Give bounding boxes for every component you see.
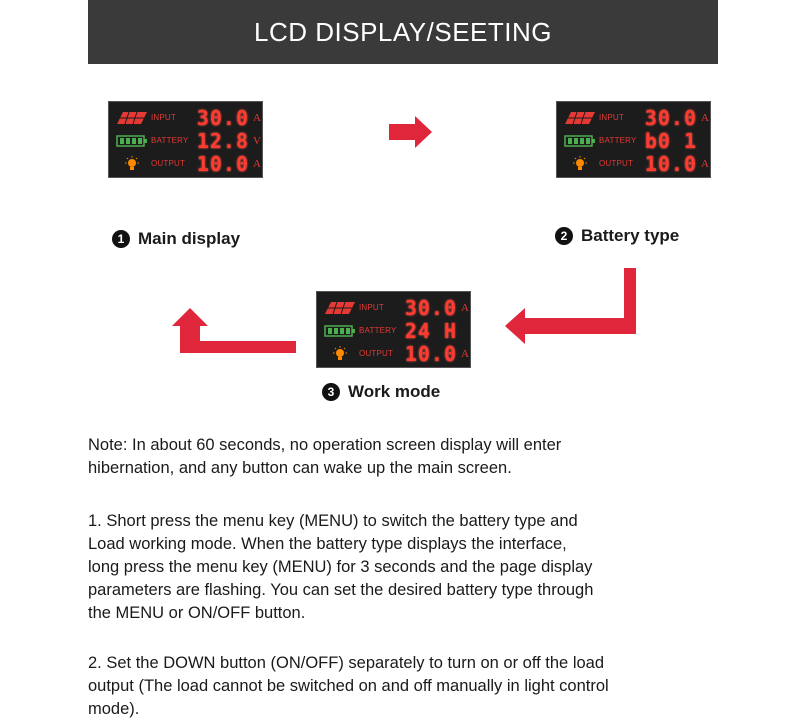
- step-number-badge: 1: [112, 230, 130, 248]
- lcd-work-mode: INPUT 30.0 A BATTERY 24 H OUTPUT 10.0 A: [316, 291, 471, 368]
- lcd-output-row: OUTPUT 10.0 A: [557, 152, 710, 176]
- input-unit: A: [253, 112, 261, 124]
- arrow-down-left-icon: [505, 268, 636, 344]
- solar-panel-icon: [117, 111, 147, 125]
- solar-panel-icon: [565, 111, 595, 125]
- input-value: 30.0: [644, 106, 697, 130]
- arrow-left-up-icon: [172, 308, 296, 353]
- arrow-right-icon: [389, 116, 432, 148]
- battery-label: BATTERY: [599, 136, 637, 145]
- caption-label: Main display: [138, 229, 241, 248]
- lcd-output-row: OUTPUT 10.0 A: [317, 342, 470, 366]
- caption-label: Work mode: [348, 382, 441, 401]
- output-label: OUTPUT: [151, 159, 186, 168]
- battery-value: 12.8: [196, 129, 249, 153]
- lcd-input-row: INPUT 30.0 A: [557, 106, 710, 130]
- battery-value: 24 H: [404, 319, 457, 343]
- input-value: 30.0: [404, 296, 457, 320]
- step-number-badge: 3: [322, 383, 340, 401]
- step-2-line: 2. Set the DOWN button (ON/OFF) separate…: [88, 654, 605, 672]
- input-unit: A: [701, 112, 709, 124]
- output-value: 10.0: [644, 152, 697, 176]
- input-label: INPUT: [599, 113, 624, 122]
- output-unit: A: [253, 158, 261, 170]
- battery-icon: [324, 325, 355, 337]
- caption-label: Battery type: [581, 226, 680, 245]
- output-unit: A: [701, 158, 709, 170]
- battery-unit: V: [253, 135, 261, 147]
- battery-value: b0 1: [644, 129, 697, 153]
- lcd-battery-type: INPUT 30.0 A BATTERY b0 1 OUTPUT 10.0 A: [556, 101, 711, 178]
- input-value: 30.0: [196, 106, 249, 130]
- output-label: OUTPUT: [359, 349, 394, 358]
- lcd-battery-row: BATTERY 12.8 V: [109, 129, 262, 153]
- lcd-output-row: OUTPUT 10.0 A: [109, 152, 262, 176]
- note-paragraph: Note: In about 60 seconds, no operation …: [88, 434, 728, 480]
- solar-panel-icon: [325, 301, 355, 315]
- step-1-paragraph: 1. Short press the menu key (MENU) to sw…: [88, 510, 728, 625]
- step-number-badge: 2: [555, 227, 573, 245]
- header-banner: LCD DISPLAY/SEETING: [88, 0, 718, 64]
- battery-label: BATTERY: [151, 136, 189, 145]
- step-1-line: long press the menu key (MENU) for 3 sec…: [88, 558, 593, 576]
- lcd-input-row: INPUT 30.0 A: [109, 106, 262, 130]
- step-1-line: parameters are flashing. You can set the…: [88, 581, 594, 599]
- caption-main-display: 1 Main display: [112, 229, 240, 249]
- lcd-battery-row: BATTERY b0 1: [557, 129, 710, 153]
- light-bulb-icon: [333, 346, 347, 360]
- step-2-line: output (The load cannot be switched on a…: [88, 677, 609, 695]
- step-1-line: 1. Short press the menu key (MENU) to sw…: [88, 512, 578, 530]
- input-unit: A: [461, 302, 469, 314]
- output-unit: A: [461, 348, 469, 360]
- output-value: 10.0: [196, 152, 249, 176]
- lcd-input-row: INPUT 30.0 A: [317, 296, 470, 320]
- battery-icon: [116, 135, 147, 147]
- input-label: INPUT: [151, 113, 176, 122]
- note-line: Note: In about 60 seconds, no operation …: [88, 436, 562, 454]
- battery-icon: [564, 135, 595, 147]
- output-label: OUTPUT: [599, 159, 634, 168]
- output-value: 10.0: [404, 342, 457, 366]
- lcd-main-display: INPUT 30.0 A BATTERY 12.8 V OUTPUT 10.0 …: [108, 101, 263, 178]
- step-1-line: the MENU or ON/OFF button.: [88, 604, 306, 622]
- battery-label: BATTERY: [359, 326, 397, 335]
- lcd-battery-row: BATTERY 24 H: [317, 319, 470, 343]
- light-bulb-icon: [125, 156, 139, 170]
- step-2-line: mode).: [88, 700, 140, 718]
- caption-battery-type: 2 Battery type: [555, 226, 679, 246]
- input-label: INPUT: [359, 303, 384, 312]
- note-line: hibernation, and any button can wake up …: [88, 459, 512, 477]
- step-2-paragraph: 2. Set the DOWN button (ON/OFF) separate…: [88, 652, 728, 721]
- caption-work-mode: 3 Work mode: [322, 382, 440, 402]
- step-1-line: Load working mode. When the battery type…: [88, 535, 567, 553]
- light-bulb-icon: [573, 156, 587, 170]
- page-title: LCD DISPLAY/SEETING: [254, 16, 552, 47]
